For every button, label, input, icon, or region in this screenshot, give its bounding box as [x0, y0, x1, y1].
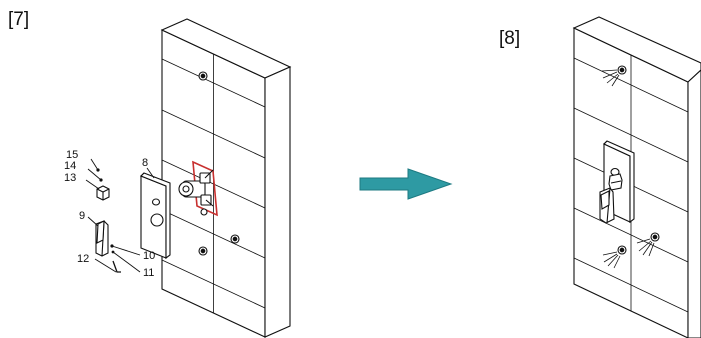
cap-13 — [96, 185, 110, 201]
assembled-mixer — [599, 140, 635, 224]
water-spray-icon — [601, 65, 627, 87]
water-spray-icon — [602, 245, 627, 269]
part-leaders — [85, 158, 141, 273]
part-9-label: 9 — [79, 210, 85, 222]
part-11-label: 11 — [143, 267, 154, 279]
leader-8 — [146, 167, 155, 179]
part-13-label: 13 — [64, 172, 76, 184]
step-7-label: [7] — [8, 9, 29, 30]
part-8-label: 8 — [142, 157, 148, 169]
wall-outlet-top — [198, 71, 208, 81]
right-arrow-icon — [359, 168, 453, 200]
allen-key-12 — [112, 260, 121, 273]
wall-panel-left — [160, 18, 292, 338]
wall-outlet-right — [230, 234, 240, 244]
part-10-label: 10 — [143, 250, 155, 262]
handle-lever-9 — [95, 220, 109, 257]
part-15-label: 15 — [66, 149, 78, 161]
part-12-label: 12 — [77, 253, 89, 265]
wall-panel-right — [572, 16, 701, 338]
step-8-label: [8] — [499, 28, 520, 49]
mixer-valve-body — [178, 169, 214, 216]
part-14-label: 14 — [64, 160, 76, 172]
water-spray-icon — [636, 232, 660, 257]
cover-plate — [140, 172, 171, 260]
wall-outlet-bottom — [198, 246, 208, 256]
